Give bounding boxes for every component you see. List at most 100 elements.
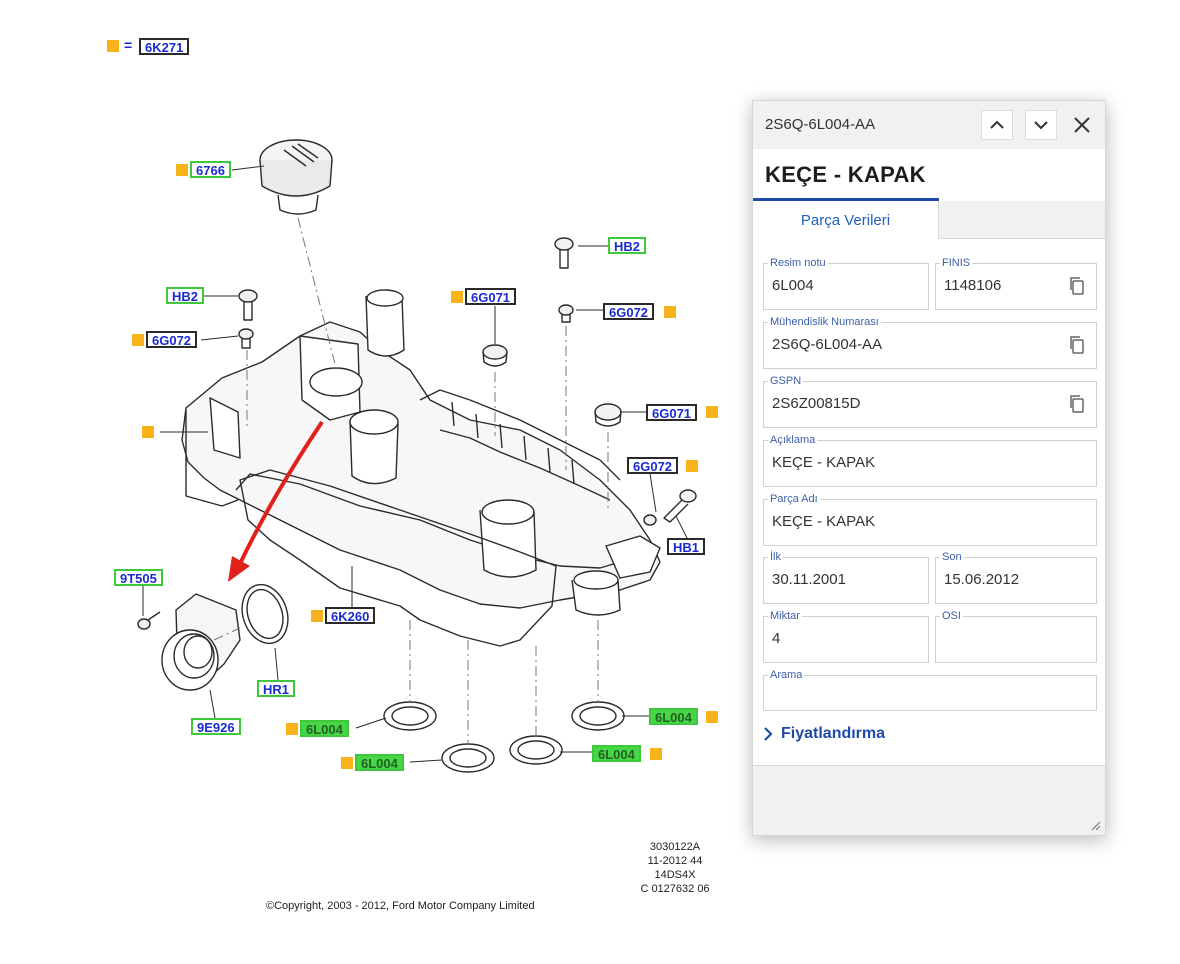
panel-title-area: KEÇE - KAPAK xyxy=(753,149,1105,201)
resize-grip-icon[interactable] xyxy=(1089,819,1101,831)
marker-6l004-d xyxy=(650,748,662,760)
title-underline xyxy=(753,198,939,201)
callout-6l004-c[interactable]: 6L004 xyxy=(649,708,698,725)
field-value[interactable]: 2S6Z00815D xyxy=(772,395,861,412)
callout-6k260[interactable]: 6K260 xyxy=(325,607,376,624)
callout-6l004-b[interactable]: 6L004 xyxy=(355,754,404,771)
grommet-top-part xyxy=(482,344,508,367)
field-value[interactable]: 4 xyxy=(772,630,781,647)
copy-icon[interactable] xyxy=(1068,394,1086,414)
cam-cover-part xyxy=(181,289,661,616)
field-ilk: İlk 30.11.2001 xyxy=(763,550,929,604)
field-label: Miktar xyxy=(768,609,802,623)
field-muhendislik-numarasi: Mühendislik Numarası 2S6Q-6L004-AA xyxy=(763,315,1097,369)
callout-6l004-d[interactable]: 6L004 xyxy=(592,745,641,762)
field-value[interactable]: 2S6Q-6L004-AA xyxy=(772,336,883,353)
cam-cover-drawing xyxy=(137,139,697,773)
tab-parca-verileri[interactable]: Parça Verileri xyxy=(753,201,939,239)
callout-9e926[interactable]: 9E926 xyxy=(191,718,241,735)
part-title: KEÇE - KAPAK xyxy=(765,162,926,187)
field-value[interactable]: 6L004 xyxy=(772,277,814,294)
marker-6l004-b xyxy=(341,757,353,769)
marker-body xyxy=(142,426,154,438)
close-icon xyxy=(1074,117,1090,133)
callout-6g072-right[interactable]: 6G072 xyxy=(603,303,655,320)
field-value[interactable]: 15.06.2012 xyxy=(944,571,1020,588)
marker-6766 xyxy=(176,164,188,176)
callout-hb1[interactable]: HB1 xyxy=(667,538,706,555)
chevron-right-icon xyxy=(764,727,773,741)
marker-6l004-a xyxy=(286,723,298,735)
marker-6g072-mid xyxy=(686,460,698,472)
marker-6g072-right xyxy=(664,306,676,318)
field-value[interactable]: 1148106 xyxy=(944,277,1002,294)
diagram-reference-codes: 3030122A 11-2012 44 14DS4X C 0127632 06 xyxy=(630,840,720,896)
field-miktar: Miktar 4 xyxy=(763,609,929,663)
field-label: Mühendislik Numarası xyxy=(768,315,881,329)
callout-6l004-a[interactable]: 6L004 xyxy=(300,720,349,737)
cover-gasket-part xyxy=(239,469,557,647)
copy-icon[interactable] xyxy=(1068,276,1086,296)
field-arama[interactable]: Arama xyxy=(763,668,1097,711)
field-son: Son 15.06.2012 xyxy=(935,550,1097,604)
callout-hb2-right[interactable]: HB2 xyxy=(608,237,647,254)
bolt-left-part xyxy=(238,289,258,349)
marker-6g072-left xyxy=(132,334,144,346)
legend-marker xyxy=(107,40,119,52)
part-fields: Resim notu 6L004 FINIS 1148106 Mühendisl… xyxy=(753,239,1105,779)
legend-equals: = xyxy=(124,37,133,53)
field-label: Parça Adı xyxy=(768,492,820,506)
field-label: Son xyxy=(940,550,964,564)
field-resim-notu: Resim notu 6L004 xyxy=(763,256,929,310)
panel-footer xyxy=(753,765,1105,835)
field-gspn: GSPN 2S6Z00815D xyxy=(763,374,1097,428)
screw-part xyxy=(137,611,161,630)
field-label: Açıklama xyxy=(768,433,818,447)
field-finis: FINIS 1148106 xyxy=(935,256,1097,310)
ref-line: 3030122A xyxy=(649,841,701,853)
panel-header: 2S6Q-6L004-AA xyxy=(753,101,1105,149)
field-label: İlk xyxy=(768,550,783,564)
callout-hr1[interactable]: HR1 xyxy=(257,680,296,697)
marker-6g071-top xyxy=(451,291,463,303)
chevron-down-icon xyxy=(1034,121,1048,130)
field-label: GSPN xyxy=(768,374,804,388)
pricing-expander[interactable]: Fiyatlandırma xyxy=(763,725,885,743)
part-code: 2S6Q-6L004-AA xyxy=(765,116,876,133)
callout-hb2-left[interactable]: HB2 xyxy=(166,287,205,304)
highlight-arrow xyxy=(236,420,324,569)
callout-6g071-right[interactable]: 6G071 xyxy=(646,404,698,421)
legend-code-label[interactable]: 6K271 xyxy=(139,38,190,55)
field-label: FINIS xyxy=(940,256,973,270)
next-button[interactable] xyxy=(1025,110,1057,140)
flange-part xyxy=(161,593,241,691)
marker-6l004-c xyxy=(706,711,718,723)
field-value[interactable]: KEÇE - KAPAK xyxy=(772,513,876,530)
close-button[interactable] xyxy=(1069,110,1095,140)
field-value[interactable]: 30.11.2001 xyxy=(772,571,846,588)
copy-icon[interactable] xyxy=(1068,335,1086,355)
field-label: Arama xyxy=(768,668,805,682)
callout-6766[interactable]: 6766 xyxy=(190,161,231,178)
field-label: OSI xyxy=(940,609,963,623)
copyright-text: ©Copyright, 2003 - 2012, Ford Motor Comp… xyxy=(266,900,535,912)
chevron-up-icon xyxy=(990,120,1004,129)
callout-9t505[interactable]: 9T505 xyxy=(114,569,163,586)
callout-6g072-mid[interactable]: 6G072 xyxy=(627,457,679,474)
callout-6g071-top[interactable]: 6G071 xyxy=(465,288,517,305)
ref-line: C 0127632 06 xyxy=(640,883,710,895)
field-label: Resim notu xyxy=(768,256,828,270)
field-value[interactable]: KEÇE - KAPAK xyxy=(772,454,876,471)
field-aciklama: Açıklama KEÇE - KAPAK xyxy=(763,433,1097,487)
seal-rings-part xyxy=(383,701,625,773)
bolt-right-part xyxy=(554,237,574,323)
callout-6g072-left[interactable]: 6G072 xyxy=(146,331,198,348)
field-parca-adi: Parça Adı KEÇE - KAPAK xyxy=(763,492,1097,546)
previous-button[interactable] xyxy=(981,110,1013,140)
field-osi: OSI xyxy=(935,609,1097,663)
grommet-right-part xyxy=(594,403,622,427)
bolt-hb1-part xyxy=(643,489,697,526)
oring-part xyxy=(241,583,289,645)
part-detail-panel: 2S6Q-6L004-AA KEÇE - KAPAK Parça Veriler… xyxy=(752,100,1106,836)
pricing-label: Fiyatlandırma xyxy=(781,725,886,742)
